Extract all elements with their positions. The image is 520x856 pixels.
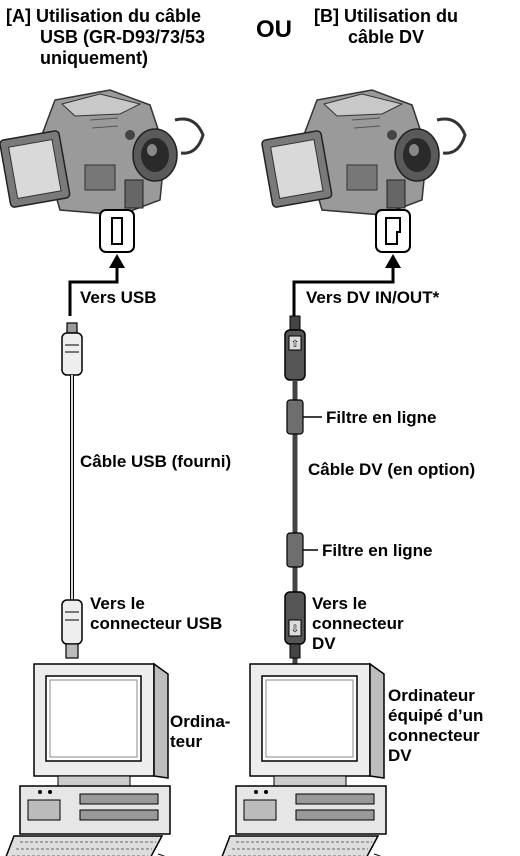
- or-label: OU: [256, 16, 292, 43]
- header-b-line1: [B] Utilisation du: [314, 6, 458, 26]
- header-a-line3: uniquement): [40, 48, 148, 68]
- computer-b-label-3: connecteur: [388, 726, 480, 745]
- camcorder-b: [259, 88, 467, 217]
- dv-connector-label-1: Vers le: [312, 594, 367, 613]
- header-b-line2: câble DV: [348, 27, 425, 47]
- header-a-line2: USB (GR-D93/73/53: [40, 27, 206, 47]
- computer-b-label-1: Ordinateur: [388, 686, 475, 705]
- ferrite-filter-top: [286, 399, 304, 435]
- computer-b: [219, 663, 405, 856]
- dv-connector-label-2: connecteur: [312, 614, 404, 633]
- usb-plug-top: [66, 322, 78, 334]
- header-a-line1: [A] Utilisation du câble: [6, 6, 202, 26]
- ferrite-filter-bottom: [286, 532, 304, 568]
- usb-connector-label-2: connecteur USB: [90, 614, 223, 633]
- usb-cable-label: Câble USB (fourni): [80, 452, 232, 471]
- usb-connector-label-1: Vers le: [90, 594, 145, 613]
- to-dv-label: Vers DV IN/OUT*: [306, 288, 440, 307]
- computer-b-label-4: DV: [388, 746, 412, 765]
- camcorder-a: [0, 88, 205, 217]
- computer-a-label-2: teur: [170, 732, 203, 751]
- dv-connector-label-3: DV: [312, 634, 336, 653]
- computer-a: [3, 663, 189, 856]
- to-usb-label: Vers USB: [80, 288, 157, 307]
- usb-plug-bottom: [61, 599, 83, 645]
- dv-plug-top: [289, 315, 301, 331]
- filter-top-label: Filtre en ligne: [326, 408, 437, 427]
- svg-text:⇩: ⇩: [291, 624, 299, 635]
- dv-cable-label: Câble DV (en option): [308, 460, 476, 479]
- computer-b-label-2: équipé d’un: [388, 706, 484, 725]
- computer-a-label-1: Ordina-: [170, 712, 231, 731]
- svg-text:⇧: ⇧: [291, 339, 299, 350]
- filter-bottom-label: Filtre en ligne: [322, 541, 433, 560]
